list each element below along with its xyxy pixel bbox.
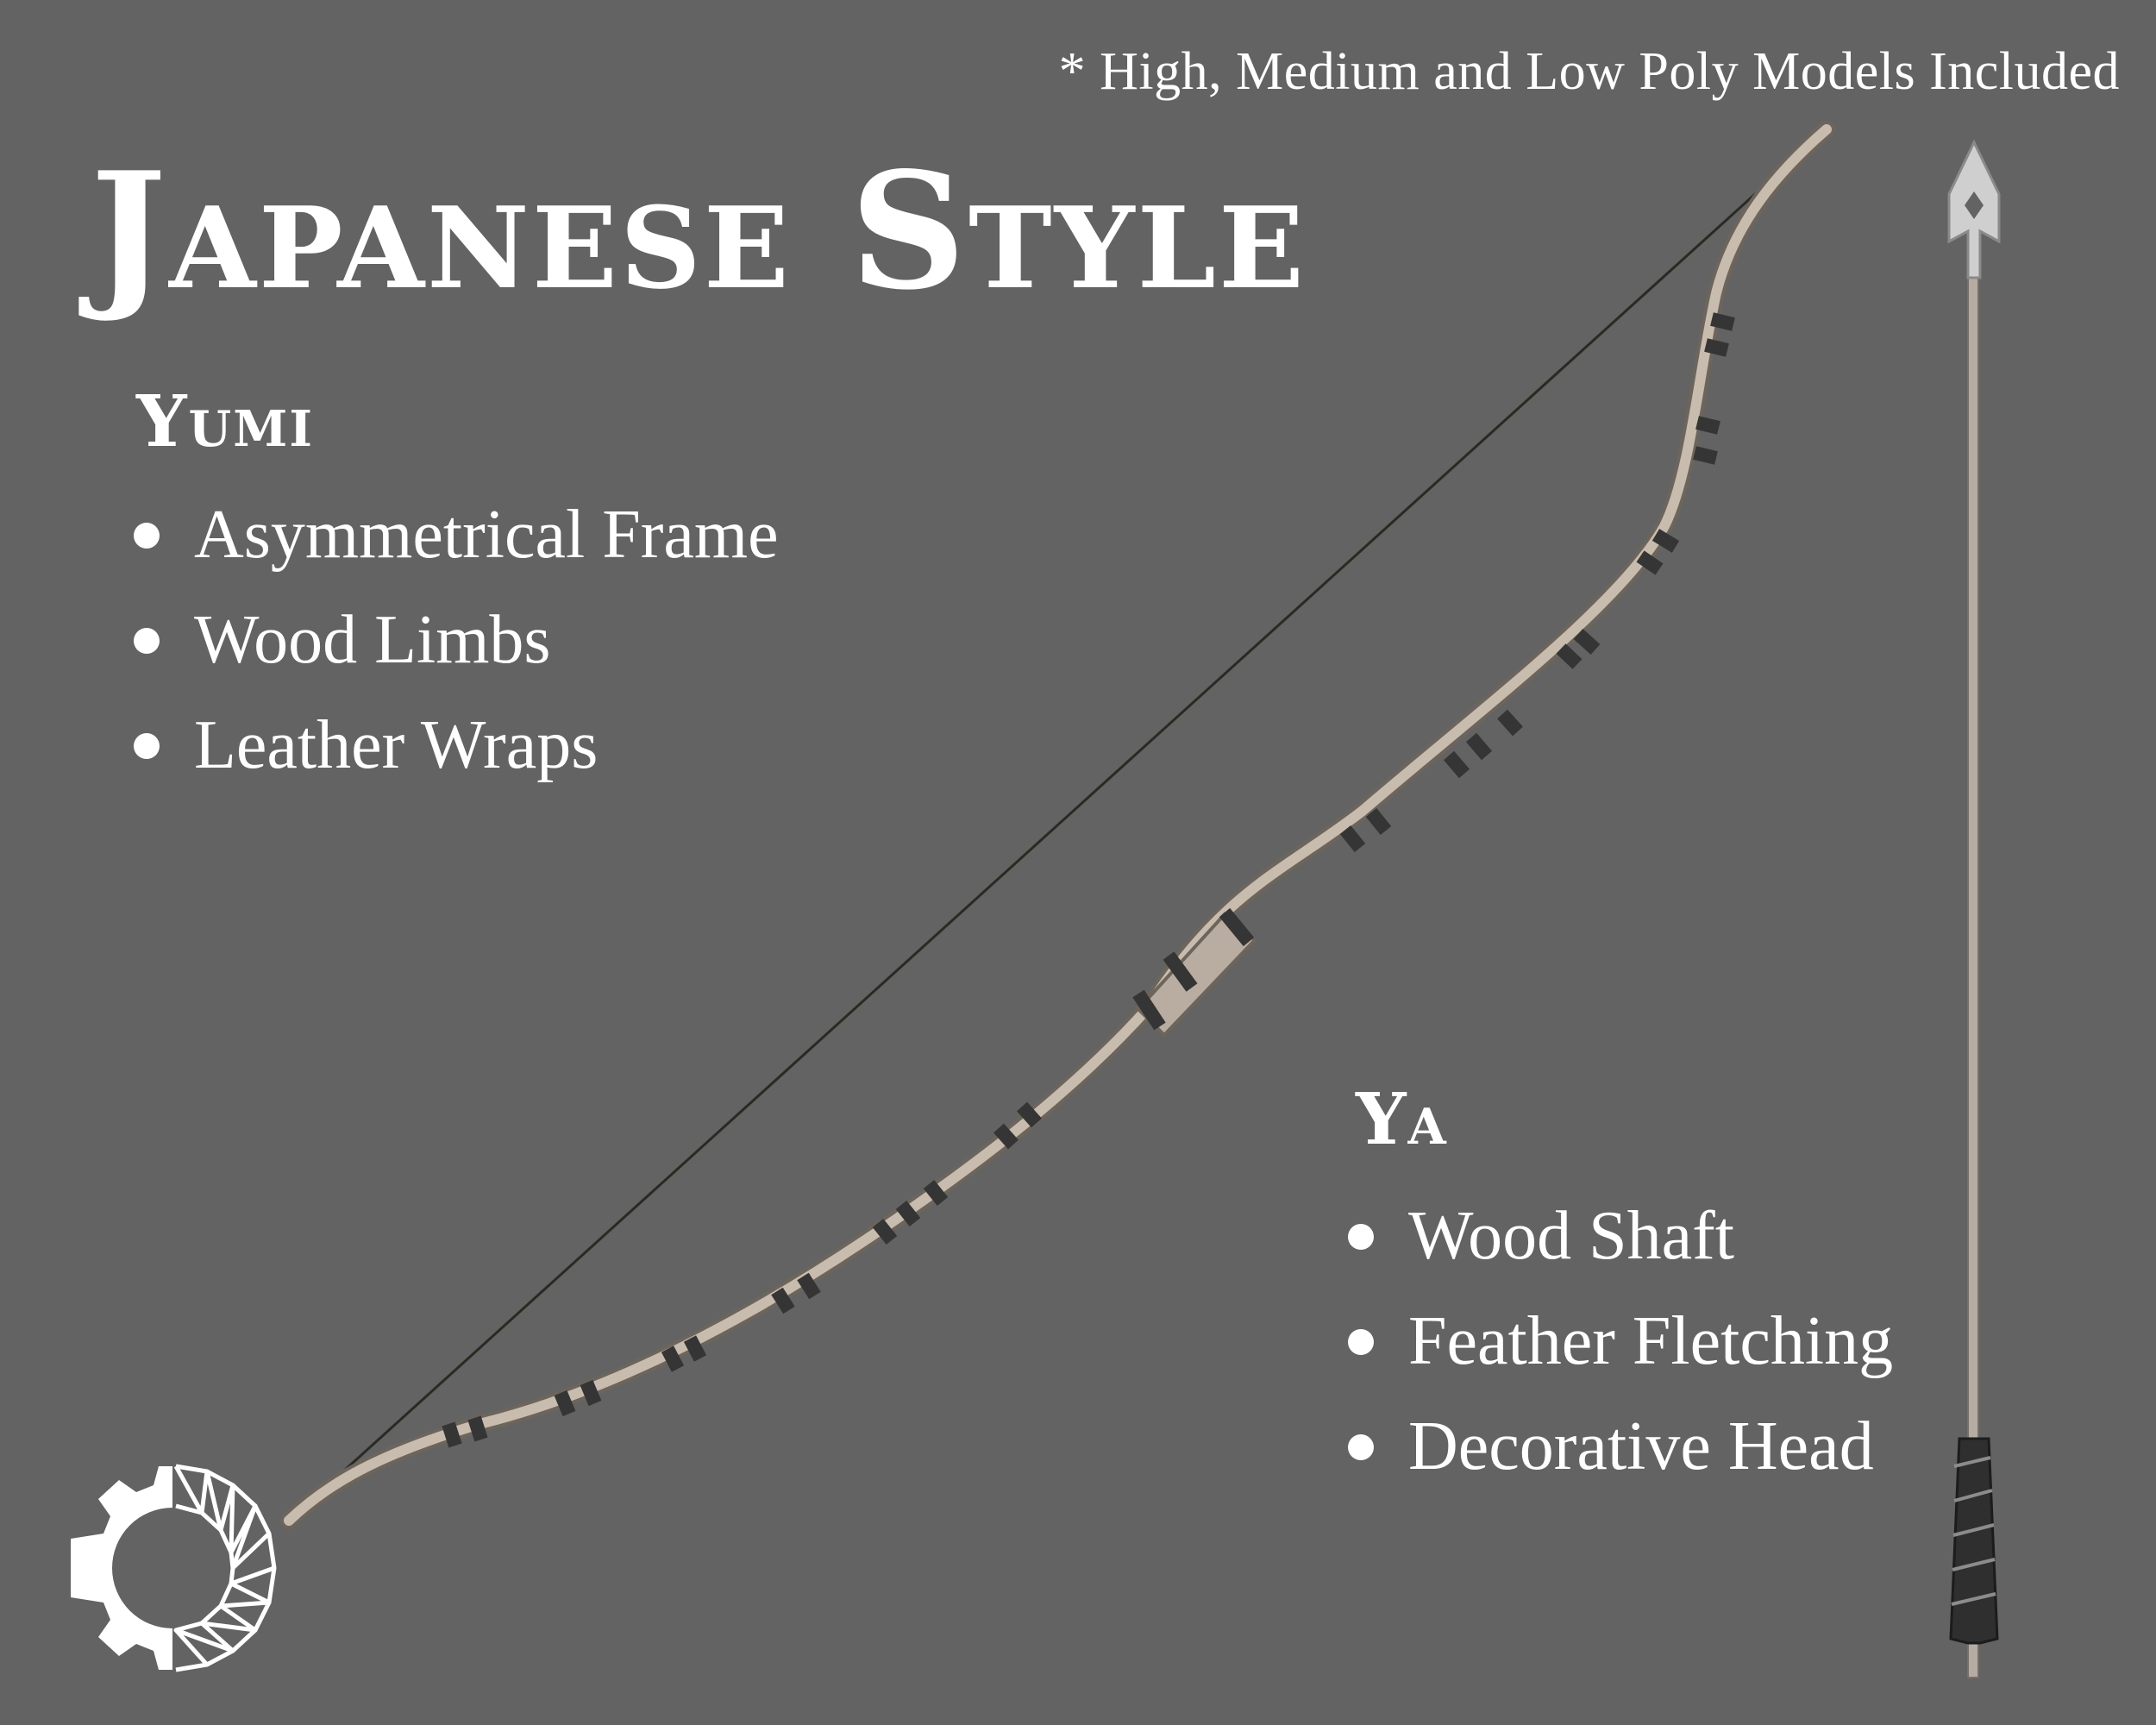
bowstring (287, 128, 1828, 1522)
leather-wraps (442, 312, 1735, 1448)
bullet-icon (1348, 1329, 1374, 1355)
list-item: Feather Fletching (1348, 1307, 1893, 1412)
feature-label: Asymmetrical Frame (194, 497, 779, 573)
feature-label: Feather Fletching (1408, 1303, 1894, 1379)
bullet-icon (134, 523, 160, 549)
yumi-heading: Yumi (136, 380, 315, 463)
bullet-icon (1348, 1224, 1374, 1250)
page-title: Japanese Style (91, 136, 1307, 325)
ya-arrow-illustration (1947, 139, 2001, 1678)
gear-left-half (71, 1466, 172, 1670)
feature-label: Decorative Head (1408, 1408, 1874, 1484)
fletching-barbs (1951, 1456, 1996, 1606)
gear-right-wireframe (173, 1464, 277, 1672)
yumi-bow-illustration (280, 121, 1835, 1529)
feature-label: Wood Shaft (1408, 1198, 1734, 1274)
feature-label: Wood Limbs (194, 602, 551, 678)
feature-label: Leather Wraps (194, 707, 599, 783)
ya-heading: Ya (1356, 1078, 1448, 1161)
ya-feature-list: Wood Shaft Feather Fletching Decorative … (1348, 1201, 1893, 1517)
list-item: Wood Limbs (134, 605, 779, 711)
bullet-icon (1348, 1434, 1374, 1460)
list-item: Wood Shaft (1348, 1201, 1893, 1307)
bullet-icon (134, 733, 160, 759)
list-item: Decorative Head (1348, 1412, 1893, 1517)
gear-logo-icon (71, 1464, 277, 1672)
yumi-feature-list: Asymmetrical Frame Wood Limbs Leather Wr… (134, 500, 779, 816)
arrow-fletching (1949, 1437, 1999, 1645)
list-item: Leather Wraps (134, 711, 779, 816)
arrow-head-hole (1965, 191, 1984, 219)
list-item: Asymmetrical Frame (134, 500, 779, 605)
bullet-icon (134, 628, 160, 654)
poly-models-note: * High, Medium and Low Poly Models Inclu… (1058, 42, 2120, 101)
